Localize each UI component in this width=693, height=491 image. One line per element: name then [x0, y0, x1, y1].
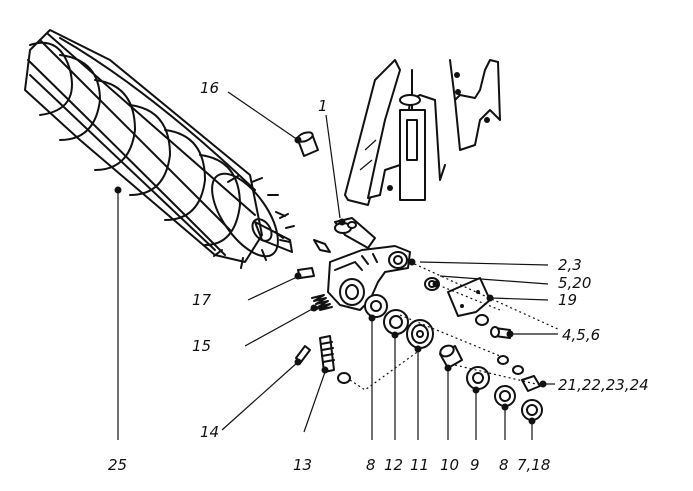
label-16: 16	[200, 79, 219, 97]
part-11-bearing	[406, 319, 434, 349]
label-10: 10	[440, 456, 459, 474]
label-11: 11	[410, 456, 429, 474]
reel-cylinder	[24, 29, 295, 269]
assembly-dotted-lines	[349, 261, 561, 391]
label-2-3: 2,3	[558, 256, 582, 274]
label-19: 19	[558, 291, 577, 309]
part-10-bushing	[439, 344, 463, 369]
label-25: 25	[108, 456, 127, 474]
label-21-24: 21,22,23,24	[558, 376, 649, 394]
leader-dots	[294, 136, 547, 425]
part-13-bolt	[319, 335, 335, 373]
part-1-shaft	[334, 217, 376, 249]
small-washer-bottom	[337, 372, 351, 384]
label-15: 15	[192, 337, 211, 355]
label-7-18: 7,18	[517, 456, 550, 474]
part-8-washer-left	[364, 294, 388, 318]
label-1: 1	[318, 97, 328, 115]
leader-lines	[117, 91, 558, 440]
part-9-washer	[466, 366, 490, 390]
side-frame-plate	[344, 59, 501, 206]
part-4-5-6-bolt	[475, 314, 511, 339]
label-9: 9	[470, 456, 480, 474]
label-13: 13	[293, 456, 312, 474]
part-16-bushing	[296, 131, 319, 157]
label-5-20: 5,20	[558, 274, 591, 292]
label-17: 17	[192, 291, 212, 309]
label-4-5-6: 4,5,6	[562, 326, 600, 344]
part-19-plate	[447, 277, 491, 317]
label-12: 12	[384, 456, 403, 474]
part-labels: 16 1 2,3 5,20 19 4,5,6 17 15 21,22,23,24…	[108, 79, 649, 474]
main-bracket	[327, 245, 411, 311]
part-7-18-washer	[521, 399, 543, 421]
label-8-right: 8	[499, 456, 509, 474]
label-8-left: 8	[366, 456, 376, 474]
part-17-screw	[297, 239, 331, 279]
part-8-washer-right	[494, 385, 516, 407]
part-21-24-nuts	[497, 355, 541, 392]
part-12-washer	[383, 309, 409, 335]
label-14: 14	[200, 423, 219, 441]
